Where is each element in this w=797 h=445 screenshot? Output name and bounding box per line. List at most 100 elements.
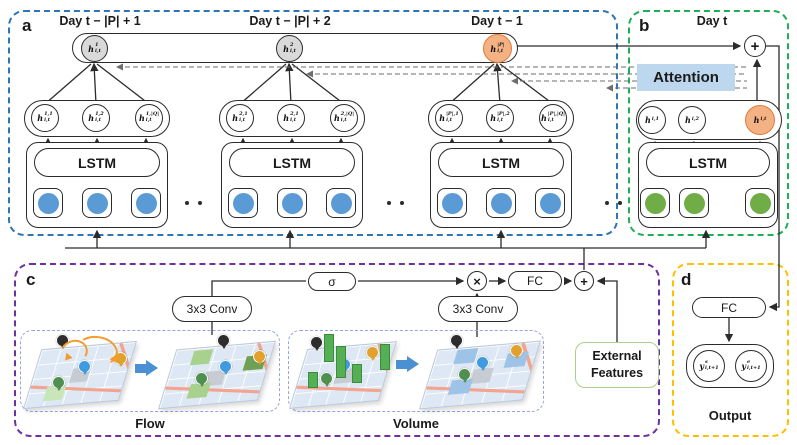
math-sub: i,t (94, 47, 101, 54)
math-sup: |P| (497, 41, 505, 48)
input-cell (679, 188, 709, 218)
math-base: h (88, 43, 94, 54)
fc-node-d: FC (692, 297, 766, 318)
panel-d-label: d (681, 270, 692, 289)
map-road (23, 385, 129, 393)
volume-bar (324, 334, 334, 362)
lstm-label-b: LSTM (646, 148, 770, 177)
math-sup: s (705, 359, 708, 366)
math-sup: |P|,|Q| (547, 111, 565, 118)
lstm-label-1: LSTM (34, 148, 160, 177)
transform-arrow (396, 356, 427, 372)
output-caption: Output (708, 408, 752, 423)
station-pin-blue (78, 360, 91, 375)
sigma-symbol: σ (328, 274, 336, 289)
station-pin-green (52, 376, 65, 391)
math-sub: i,t (289, 47, 296, 54)
math-sub: i,t (547, 117, 554, 123)
arrow-head (407, 356, 427, 372)
volume-subpanel (288, 330, 544, 412)
input-cell (486, 188, 516, 218)
station-pin-blue (219, 360, 232, 375)
attention-box: Attention (637, 64, 735, 91)
math-sub: i,t (760, 116, 767, 123)
plus-symbol: + (580, 273, 588, 289)
math-base: y (699, 361, 705, 371)
lstm-label-3: LSTM (438, 148, 564, 177)
math-sup: 2,1 (239, 111, 248, 118)
math-sup: 1,1 (44, 111, 53, 118)
arrow-head (146, 360, 166, 376)
arrow-tail (135, 363, 146, 373)
math-sup: 1,2 (95, 111, 104, 118)
input-cell (326, 188, 356, 218)
input-cell (437, 188, 467, 218)
flow-input-dot (441, 192, 463, 214)
math-sub: i,t (290, 117, 297, 123)
math-sub: i,t (145, 117, 152, 123)
external-features-box: External Features (575, 342, 659, 388)
station-pin-orange (510, 344, 523, 359)
fc-node-c: FC (508, 271, 562, 291)
volume-bar (380, 344, 390, 370)
math-base: h (490, 113, 497, 123)
conv-volume-node: 3x3 Conv (438, 296, 518, 322)
multiply-node: × (467, 271, 487, 291)
flow-map-grid (158, 334, 276, 410)
math-base: h (283, 43, 289, 54)
fc-label: FC (721, 300, 737, 315)
fc-label: FC (527, 274, 543, 288)
flow-input-dot (232, 192, 254, 214)
flow-input-dot (281, 192, 303, 214)
input-cell (745, 188, 775, 218)
input-cell (131, 188, 161, 218)
station-pin-orange (114, 352, 127, 367)
math-sub: i,t (497, 47, 504, 54)
math-sup: 2,|Q| (340, 111, 355, 118)
math-sub: i,1 (651, 116, 659, 123)
math-base: h (232, 113, 239, 123)
map-road (419, 386, 533, 394)
math-sup: e (747, 359, 751, 366)
conv-flow-node: 3x3 Conv (172, 296, 252, 322)
conv-flow-label: 3x3 Conv (186, 302, 238, 316)
math-base: h (490, 43, 497, 54)
conv-volume-label: 3x3 Conv (452, 302, 504, 316)
panel-a-label: a (22, 16, 32, 35)
flow-map-raw (23, 333, 137, 410)
plus-symbol: + (750, 37, 760, 55)
math-base: h (37, 113, 44, 123)
arrow-tail (396, 359, 407, 369)
volume-bar (336, 346, 346, 378)
math-base: h (753, 115, 760, 125)
transform-arrow (135, 360, 166, 376)
station-pin-blue (476, 356, 489, 371)
volume-map-grid (419, 334, 541, 410)
math-base: h (645, 115, 651, 125)
math-sup: 1,|Q| (145, 111, 160, 118)
hidden-state: h|P|,|Q|i,t (539, 104, 567, 132)
input-cell (228, 188, 258, 218)
math-sub: i,t (95, 117, 102, 123)
station-pin-black (450, 334, 463, 349)
input-cell (277, 188, 307, 218)
math-sup: |P|,2 (497, 111, 510, 118)
map-cell (448, 379, 473, 396)
math-base: h (439, 113, 446, 123)
day-title-1: Day t − |P| + 1 (59, 14, 141, 28)
sum-node-top: + (744, 35, 766, 57)
volume-caption: Volume (393, 416, 439, 431)
flow-input-dot (490, 192, 512, 214)
external-features-line2: Features (590, 366, 644, 380)
flow-input-dot (37, 192, 59, 214)
panel-d-border (672, 263, 789, 437)
